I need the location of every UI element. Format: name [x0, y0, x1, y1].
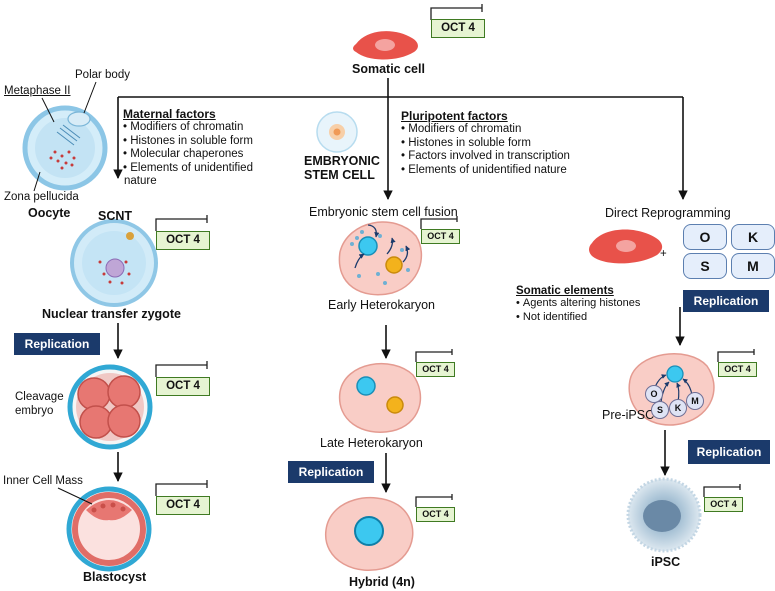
maternal-factor-item-continuation: nature [124, 175, 157, 188]
connector-lines [113, 78, 688, 493]
maternal-factors-heading: Maternal factors [123, 107, 216, 121]
replication-badge-direct: Replication [683, 290, 769, 312]
oct4-box-cleavage: OCT 4 [156, 377, 210, 396]
late-heterokaryon-icon [338, 362, 422, 433]
gene-promoter-icon [415, 494, 453, 507]
pluripotent-factor-item: Factors involved in transcription [401, 150, 570, 164]
somatic-element-item: Not identified [516, 311, 640, 325]
cleavage-label-line-1: Cleavage [15, 391, 64, 403]
maternal-factor-item: Elements of unidentified [123, 162, 253, 176]
blastocyst-label: Blastocyst [83, 570, 147, 584]
zona-pellucida-label: Zona pellucida [4, 191, 79, 203]
embryonic-stem-cell-label-line-1: EMBRYONIC [304, 154, 380, 168]
oocyte-label: Oocyte [28, 206, 71, 220]
pluripotent-factors-box: Pluripotent factors Modifiers of chromat… [401, 109, 570, 177]
oocyte-label-leaders [33, 81, 97, 192]
oocyte-icon [22, 105, 108, 191]
early-heterokaryon-label: Early Heterokaryon [328, 298, 435, 312]
oct4-box-somatic: OCT 4 [431, 19, 485, 38]
embryonic-stem-cell-icon [316, 111, 358, 153]
direct-reprogramming-somatic-cell-icon [589, 229, 663, 264]
gene-promoter-icon [155, 215, 208, 231]
pluripotent-factor-item: Elements of unidentified nature [401, 164, 570, 178]
late-heterokaryon-label: Late Heterokaryon [320, 436, 423, 450]
gene-promoter-icon [717, 349, 755, 362]
oct4-box-hybrid: OCT 4 [416, 507, 455, 522]
direct-reprogramming-label: Direct Reprogramming [605, 206, 731, 220]
maternal-factors-box: Maternal factors Modifiers of chromatin … [123, 107, 253, 189]
pluripotent-factors-heading: Pluripotent factors [401, 109, 508, 123]
somatic-cell-label: Somatic cell [352, 62, 425, 76]
es-cell-fusion-label: Embryonic stem cell fusion [309, 205, 458, 219]
pre-ipsc-label: Pre-iPSC [602, 408, 655, 422]
pre-ipsc-factor-o: O [645, 385, 663, 403]
factor-m-key: M [731, 253, 775, 279]
gene-promoter-icon [155, 361, 208, 377]
somatic-elements-box: Somatic elements Agents altering histone… [516, 285, 640, 324]
nuclear-transfer-zygote-label: Nuclear transfer zygote [42, 307, 181, 321]
inner-cell-mass-leader [57, 487, 93, 505]
oct4-box-zygote: OCT 4 [156, 231, 210, 250]
cleavage-embryo-icon [67, 364, 153, 450]
gene-promoter-icon [415, 349, 453, 362]
replication-badge-scnt: Replication [14, 333, 100, 355]
gene-promoter-icons [155, 4, 755, 507]
oct4-box-pre-ipsc: OCT 4 [718, 362, 757, 377]
factor-k-key: K [731, 224, 775, 250]
somatic-cell-icon [353, 31, 418, 60]
gene-promoter-icon [430, 4, 483, 20]
factor-s-key: S [683, 253, 727, 279]
factor-o-key: O [683, 224, 727, 250]
oct4-box-early-heterokaryon: OCT 4 [421, 229, 460, 244]
somatic-elements-heading: Somatic elements [516, 285, 614, 297]
blastocyst-icon [66, 486, 152, 572]
ipsc-label: iPSC [651, 555, 681, 569]
metaphase-ii-label: Metaphase II [4, 85, 71, 97]
pluripotent-factor-item: Modifiers of chromatin [401, 123, 570, 137]
oct4-box-late-heterokaryon: OCT 4 [416, 362, 455, 377]
gene-promoter-icon [420, 216, 458, 229]
maternal-factor-item: Molecular chaperones [123, 148, 253, 162]
maternal-factor-item: Modifiers of chromatin [123, 121, 253, 135]
replication-badge-pre-ipsc: Replication [688, 440, 770, 464]
maternal-factor-item: Histones in soluble form [123, 135, 253, 149]
zygote-icon [70, 219, 158, 307]
plus-sign: + [660, 248, 667, 260]
pluripotent-factor-item: Histones in soluble form [401, 137, 570, 151]
cleavage-label-line-2: embryo [15, 405, 54, 417]
early-heterokaryon-icon [338, 221, 423, 296]
replication-badge-fusion: Replication [288, 461, 374, 483]
scnt-label: SCNT [98, 209, 133, 223]
gene-promoter-icon [703, 484, 741, 497]
pre-ipsc-factor-k: K [669, 399, 687, 417]
oct4-box-blastocyst: OCT 4 [156, 496, 210, 515]
ipsc-icon [626, 477, 702, 553]
polar-body-label: Polar body [75, 69, 130, 81]
pre-ipsc-factor-s: S [651, 401, 669, 419]
gene-promoter-icon [155, 480, 208, 496]
inner-cell-mass-label: Inner Cell Mass [3, 475, 83, 487]
hybrid-cell-icon [325, 497, 414, 571]
oct4-box-ipsc: OCT 4 [704, 497, 743, 512]
pre-ipsc-factor-m: M [686, 392, 704, 410]
embryonic-stem-cell-label-line-2: STEM CELL [304, 168, 375, 182]
hybrid-label: Hybrid (4n) [349, 575, 415, 589]
somatic-element-item: Agents altering histones [516, 297, 640, 311]
